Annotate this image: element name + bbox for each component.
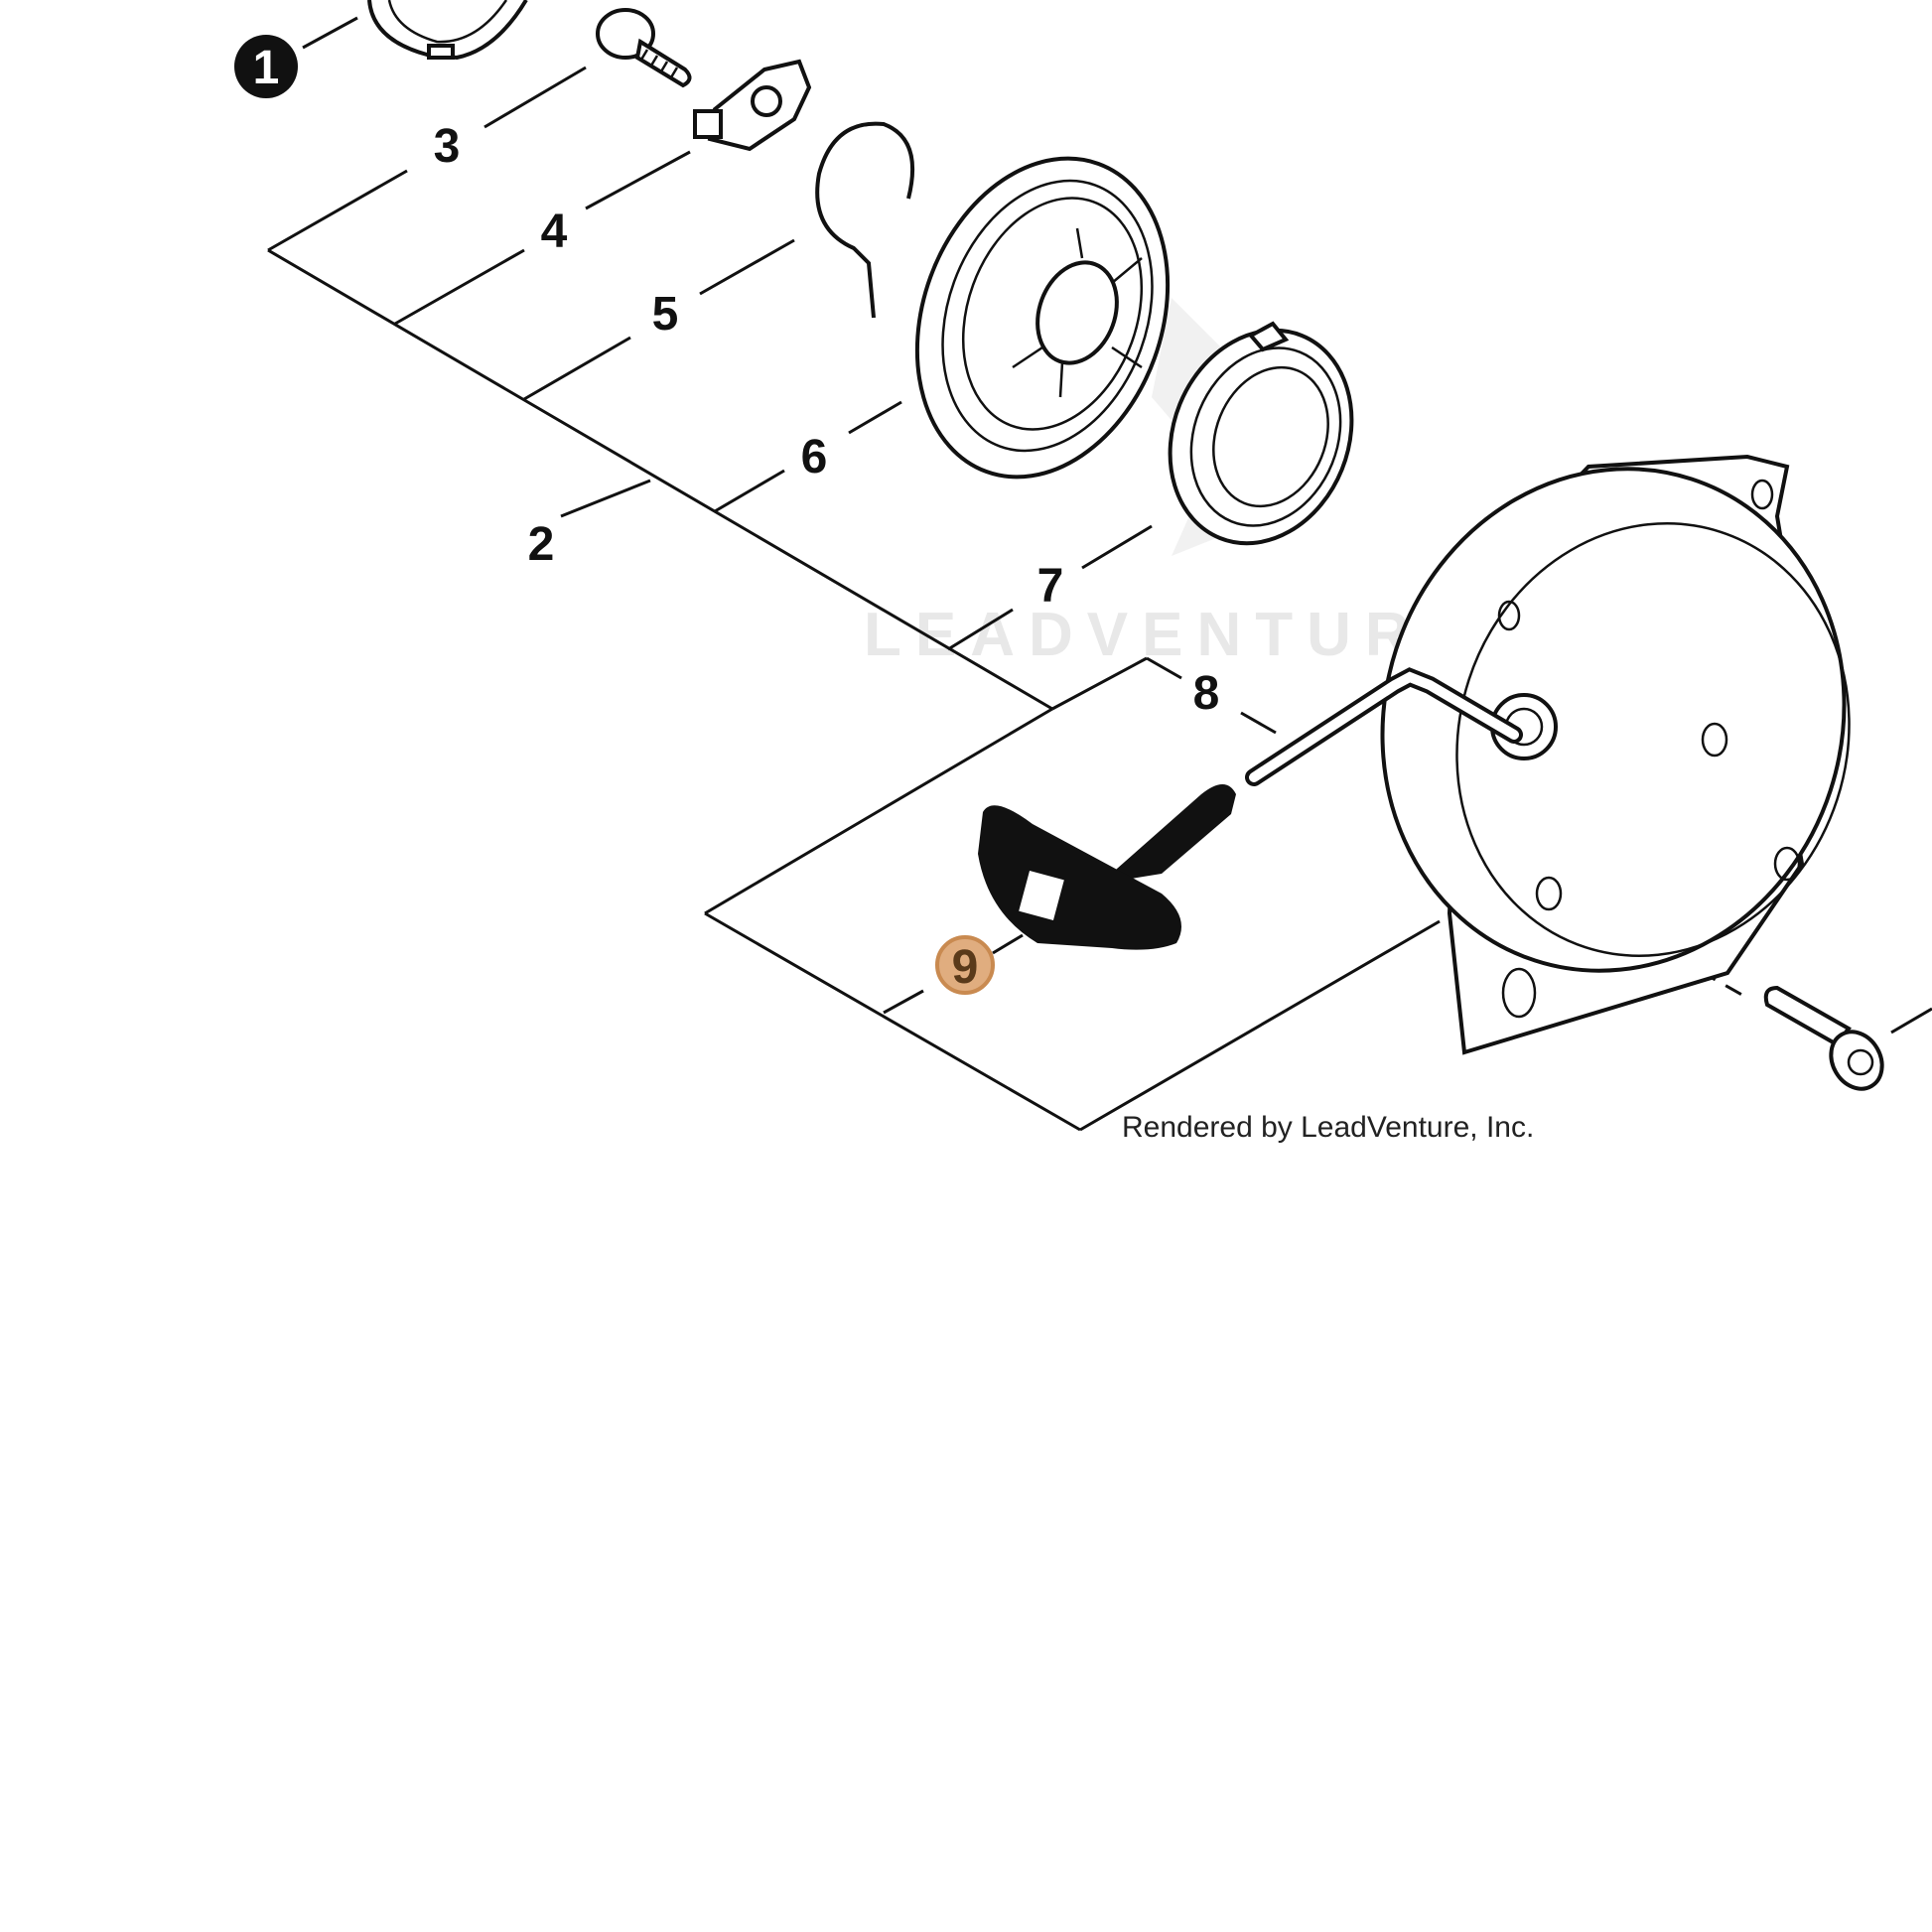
part-1-ring bbox=[367, 0, 528, 61]
part-9-starter-handle bbox=[978, 784, 1236, 950]
part-5-spring-hook bbox=[815, 121, 915, 319]
callout-9-highlighted[interactable]: 9 bbox=[935, 935, 995, 995]
callout-7[interactable]: 7 bbox=[1037, 560, 1064, 613]
part-bolt bbox=[1763, 985, 1884, 1091]
svg-text:9: 9 bbox=[952, 941, 979, 994]
callout-1[interactable]: 1 bbox=[234, 35, 298, 98]
callout-5[interactable]: 5 bbox=[652, 288, 679, 341]
callout-6[interactable]: 6 bbox=[801, 431, 828, 483]
callout-3[interactable]: 3 bbox=[434, 120, 461, 173]
part-4-pawl bbox=[693, 59, 812, 152]
part-6-pulley bbox=[914, 156, 1171, 480]
svg-text:1: 1 bbox=[253, 42, 280, 94]
credit-text: Rendered by LeadVenture, Inc. bbox=[1122, 1111, 1534, 1144]
callout-2[interactable]: 2 bbox=[528, 518, 555, 571]
leader-lines bbox=[267, 16, 1932, 1132]
callout-8[interactable]: 8 bbox=[1193, 667, 1220, 720]
part-3-screw bbox=[596, 8, 692, 88]
part-8-starter-rope bbox=[1245, 667, 1523, 786]
part-7-spiral-spring bbox=[1168, 321, 1354, 546]
starter-housing bbox=[1380, 454, 1851, 1055]
watermark-text: LEADVENTURE bbox=[864, 601, 1478, 669]
callout-4[interactable]: 4 bbox=[541, 206, 568, 258]
